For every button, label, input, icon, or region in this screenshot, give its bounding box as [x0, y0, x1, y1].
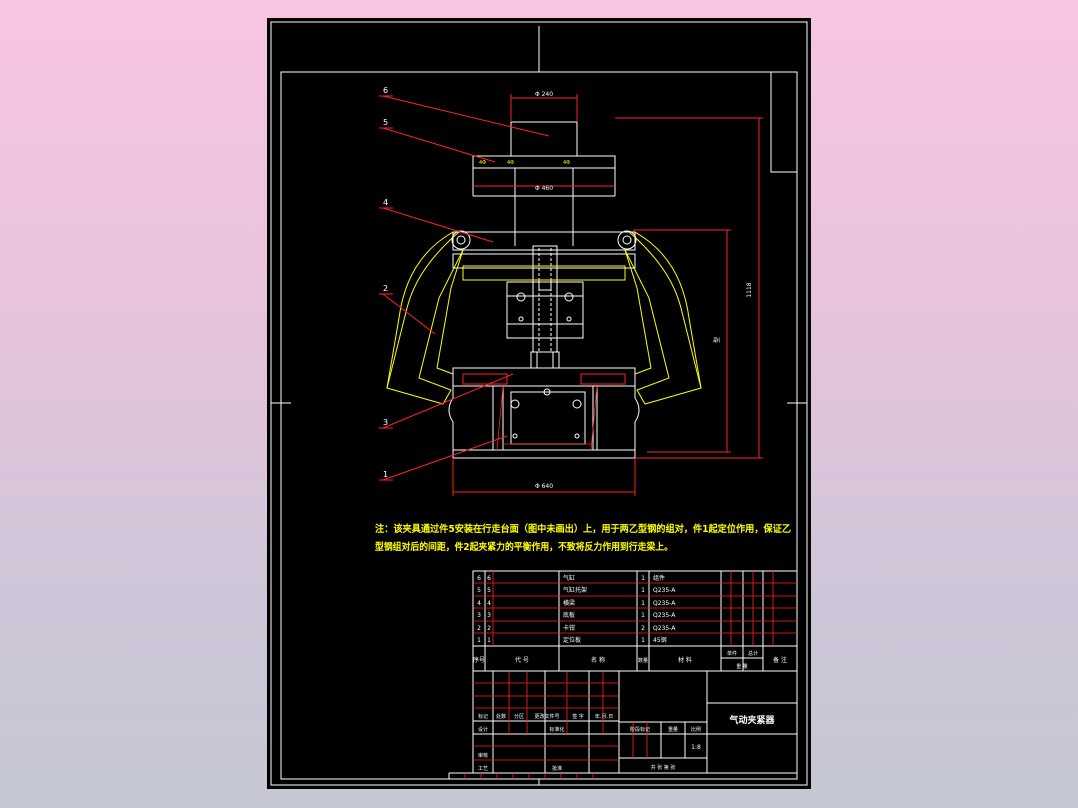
- bom-header-remark: 备 注: [773, 656, 787, 664]
- cylinder-flange: [472, 155, 616, 169]
- tb-date: 年.月.日: [595, 713, 613, 720]
- inner-frame: [280, 71, 798, 780]
- bom-header-code: 代 号: [515, 656, 529, 664]
- bom-no: 3: [477, 612, 481, 619]
- tb-sheets: 共 张 第 张: [651, 764, 676, 771]
- bom-header-total: 总计: [748, 650, 758, 657]
- bom-material: Q235-A: [653, 612, 676, 619]
- cylinder-assembly: [448, 121, 640, 459]
- bom-no: 2: [477, 625, 481, 632]
- bolt-mark-1: 4Φ: [479, 160, 486, 166]
- tb-standardize: 标准化: [549, 726, 564, 733]
- dimension-lines: [379, 94, 763, 496]
- cad-drawing: Φ 240 Φ 460 Φ 640 1118 型 4Φ 4Φ 4Φ 6 5 4 …: [270, 21, 808, 786]
- bom-code: 5: [487, 587, 491, 594]
- bom-qty: 1: [641, 612, 645, 619]
- tb-design: 设计: [478, 726, 488, 733]
- bom-material: Q235-A: [653, 625, 676, 632]
- bom-header-no: 序号: [473, 656, 485, 664]
- drawing-title: 气动夹紧器: [728, 714, 775, 726]
- bom-name: 气缸: [563, 574, 575, 582]
- callout-5: 5: [383, 118, 388, 127]
- bom-header-qty: 数量: [638, 657, 648, 664]
- bolt-mark-2: 4Φ: [507, 160, 514, 166]
- bom-material: Q235-A: [653, 600, 676, 607]
- left-jaw-edge: [386, 231, 454, 389]
- bom-no: 6: [477, 575, 481, 582]
- bom-qty: 1: [641, 600, 645, 607]
- title-block-red-lines: [464, 671, 648, 779]
- bom-material: Q235-A: [653, 587, 676, 594]
- callout-1: 1: [383, 470, 388, 479]
- tb-count: 处数: [496, 713, 506, 720]
- tb-stage-mark: 阶段标记: [630, 726, 650, 733]
- tb-scale-value: 1:8: [691, 744, 701, 751]
- left-jaw-outer: [386, 231, 464, 405]
- bom-header-material: 材 料: [678, 656, 692, 664]
- clamp-jaws: [386, 230, 702, 405]
- bom-header-name: 名 称: [591, 656, 605, 664]
- bom-code: 3: [487, 612, 491, 619]
- tb-change-doc: 更改文件号: [534, 713, 559, 720]
- bom-name: 气缸托架: [563, 586, 587, 594]
- dim-mid: 型: [713, 337, 721, 343]
- bom-qty: 1: [641, 575, 645, 582]
- cylinder-cap: [510, 121, 578, 157]
- tb-review: 审核: [478, 752, 488, 759]
- bom-material: 45钢: [653, 636, 667, 644]
- right-jaw-outer: [624, 231, 702, 405]
- right-jaw-edge: [634, 231, 702, 389]
- bom-qty: 1: [641, 637, 645, 644]
- bom-rows: 6 6 气缸 1 组件 5 5 气缸托架 1 Q235-A 4 4 横梁 1 Q…: [477, 574, 676, 644]
- callout-6: 6: [383, 86, 388, 95]
- note-line-1: 注：该夹具通过件5安装在行走台面（图中未画出）上，用于两乙型钢的组对，件1起定位…: [375, 523, 791, 535]
- bom-name: 底板: [563, 611, 575, 619]
- dim-1118: 1118: [746, 282, 753, 297]
- bom-name: 卡钳: [563, 624, 575, 632]
- tb-zone: 分区: [514, 713, 524, 720]
- bom-no: 5: [477, 587, 481, 594]
- tb-weight: 重量: [668, 726, 678, 733]
- left-jaw-inner: [436, 249, 464, 375]
- bom-no: 4: [477, 600, 481, 607]
- note-line-2: 型钢组对后的间距，件2起夹紧力的平衡作用，不致将反力作用到行走梁上。: [375, 541, 673, 553]
- tb-approve: 批准: [552, 765, 562, 772]
- bom-code: 2: [487, 625, 491, 632]
- bom-header-weight: 重 量: [736, 663, 748, 670]
- bom-header-unit: 单件: [727, 650, 737, 657]
- callout-4: 4: [383, 198, 388, 207]
- tb-sign: 签 字: [572, 713, 584, 720]
- bom-name: 横梁: [563, 599, 575, 607]
- bolt-mark-3: 4Φ: [563, 160, 570, 166]
- bom-code: 4: [487, 600, 491, 607]
- bom-row-lines: [473, 571, 797, 646]
- dim-d640: Φ 640: [535, 483, 553, 490]
- tb-mark: 标记: [478, 713, 488, 720]
- bom-qty: 2: [641, 625, 645, 632]
- drawing-sheet: Φ 240 Φ 460 Φ 640 1118 型 4Φ 4Φ 4Φ 6 5 4 …: [267, 18, 811, 789]
- callout-3: 3: [383, 418, 388, 427]
- bom-code: 6: [487, 575, 491, 582]
- bom-no: 1: [477, 637, 481, 644]
- bom-name: 定位板: [563, 636, 581, 644]
- tb-scale: 比例: [691, 726, 701, 733]
- callout-2: 2: [383, 284, 388, 293]
- bom-qty: 1: [641, 587, 645, 594]
- bom-code: 1: [487, 637, 491, 644]
- bom-material: 组件: [653, 574, 665, 582]
- title-block-grid: [448, 670, 798, 779]
- section-hatch: [496, 385, 598, 451]
- dim-d460: Φ 460: [535, 185, 553, 192]
- dim-d240: Φ 240: [535, 91, 553, 98]
- tb-process: 工艺: [478, 766, 488, 772]
- right-jaw-inner: [624, 249, 652, 375]
- code-box: [770, 72, 797, 173]
